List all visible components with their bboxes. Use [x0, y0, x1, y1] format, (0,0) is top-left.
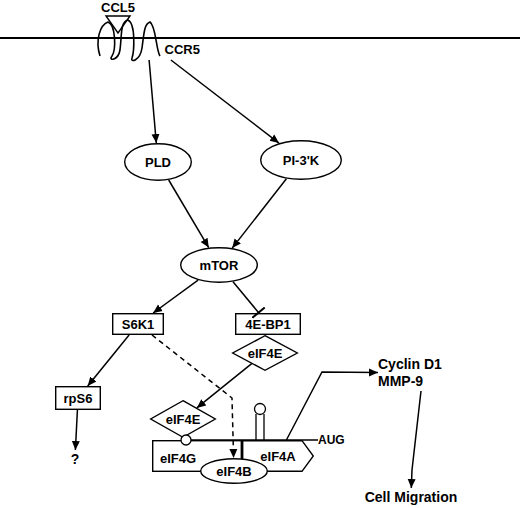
- node-text: S6K1: [122, 317, 155, 332]
- protein-box: rpS6: [55, 386, 101, 410]
- protein-box: 4E-BP1: [235, 313, 301, 335]
- arrow-line: [232, 179, 286, 248]
- node-text: eIF4A: [260, 449, 295, 464]
- node-text: PI-3'K: [283, 153, 319, 168]
- node-text: MMP-9: [378, 373, 423, 390]
- rect-path: [56, 387, 101, 410]
- factor-diamond: eIF4E: [150, 400, 216, 438]
- rect-path: [113, 314, 164, 335]
- mrna-hairpin-loop: [255, 404, 266, 415]
- arrow-line: [149, 60, 156, 143]
- ellipse-path: [125, 144, 192, 181]
- ligand-triangle: CCL5: [98, 0, 138, 34]
- inhibition-line: [233, 282, 259, 313]
- arrow-line: [197, 364, 252, 408]
- node-text: eIF4G: [160, 451, 196, 466]
- node-text: eIF4B: [216, 464, 251, 479]
- ellipse-path: [261, 141, 342, 180]
- arrow-line: [153, 280, 198, 313]
- node-text: mTOR: [200, 258, 239, 273]
- node-text: CCL5: [101, 0, 135, 15]
- tri-path: [106, 16, 130, 33]
- protein-box: S6K1: [112, 313, 164, 335]
- mrna-hairpin-stem: [256, 414, 264, 440]
- node-text: 4E-BP1: [245, 317, 291, 332]
- factor-diamond: eIF4E: [232, 335, 298, 371]
- outcome-text: Cell Migration: [352, 488, 470, 506]
- diamond-path: [233, 336, 298, 371]
- rect-path: [236, 314, 301, 335]
- receptor: CCR5: [95, 24, 200, 60]
- node-text: rpS6: [64, 391, 93, 406]
- target-genes: Cyclin D1MMP-9: [378, 355, 468, 391]
- arrow-line: [88, 335, 129, 386]
- enzyme-ellipse: PI-3'K: [260, 140, 342, 180]
- arrow-line: [286, 372, 378, 440]
- ellipse-path: [181, 248, 258, 283]
- node-text: CCR5: [165, 42, 200, 57]
- node-text: Cyclin D1: [378, 356, 442, 373]
- unknown-mark: ?: [64, 450, 86, 468]
- node-text: ?: [71, 451, 80, 468]
- mrna-cap: [181, 435, 191, 445]
- node-text: PLD: [145, 155, 171, 170]
- dashed-arrow: [152, 335, 234, 458]
- factor-ellipse: eIF4B: [200, 458, 268, 484]
- node-text: eIF4E: [248, 346, 283, 361]
- arrow-line: [171, 60, 279, 143]
- arrow-line: [169, 180, 209, 248]
- arrow-line: [411, 391, 421, 488]
- ellipse-path: [201, 459, 268, 484]
- enzyme-ellipse: PLD: [124, 143, 192, 181]
- node-text: eIF4E: [166, 412, 201, 427]
- diamond-path: [151, 401, 216, 438]
- mrna-strand: [186, 439, 318, 441]
- receptor-helix: [98, 20, 160, 61]
- kinase-ellipse: mTOR: [180, 247, 258, 283]
- node-text: Cell Migration: [365, 489, 458, 506]
- cell-membrane: [0, 37, 520, 39]
- sequence-label: AUG: [318, 433, 345, 447]
- arrow-line: [75, 410, 77, 450]
